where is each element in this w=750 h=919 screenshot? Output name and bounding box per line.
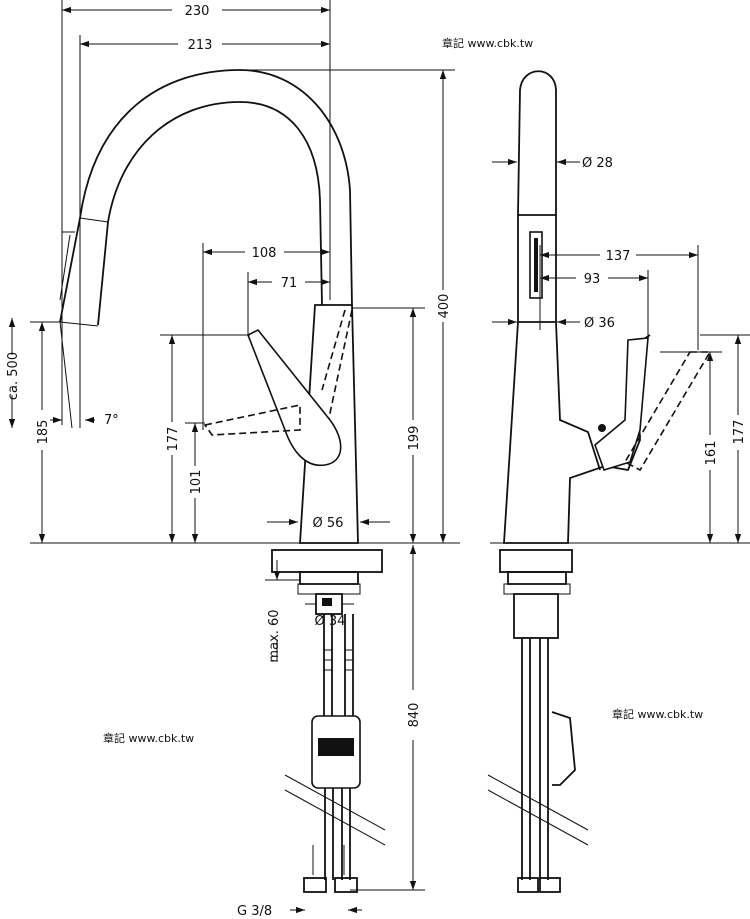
dim-spout-outlet-height: 185: [36, 420, 51, 445]
dim-spout-angle: 7°: [104, 413, 119, 428]
dim-lever-top-height: 177: [166, 427, 181, 452]
dim-thread: G 3/8: [237, 904, 272, 919]
base-plate: [271, 549, 383, 573]
dim-lever-reach: 108: [252, 246, 277, 261]
side-spray-head: [517, 70, 557, 216]
watermark-top: 章記 www.cbk.tw: [442, 36, 533, 50]
dim-max-deck-thickness: max. 60: [267, 609, 282, 662]
dim-base-diameter: Ø 56: [313, 516, 344, 531]
dim-overall-width: 230: [185, 4, 210, 19]
side-lever: [594, 337, 649, 471]
faucet-body: [299, 304, 359, 544]
dim-side-lever-offset: 93: [584, 272, 601, 287]
dim-body-diameter: Ø 36: [584, 316, 615, 331]
dim-spout-reach: 213: [188, 38, 213, 53]
dim-side-lever-height: 161: [704, 441, 719, 466]
dim-overall-height: 400: [437, 294, 452, 319]
dim-lever-depth: 137: [606, 249, 631, 264]
dim-lever-offset: 71: [281, 276, 298, 291]
dim-pullout-hose: ca. 500: [6, 352, 21, 400]
dim-body-height: 199: [407, 426, 422, 451]
dim-hose-length: 840: [407, 703, 422, 728]
lever: [246, 328, 342, 466]
side-view: Ø 28 137 93 Ø 36 161 177: [487, 70, 750, 893]
dim-shank-diameter: Ø 34: [315, 614, 346, 629]
dim-spray-head-diameter: Ø 28: [582, 156, 613, 171]
watermark-right: 章記 www.cbk.tw: [612, 707, 703, 721]
dim-side-lever-top-height: 177: [732, 420, 747, 445]
watermark-left: 章記 www.cbk.tw: [103, 731, 194, 745]
spout-arch: [59, 69, 353, 323]
front-view: 230 213 400 108 71 199 177: [6, 0, 460, 919]
dim-lever-bottom-height: 101: [189, 470, 204, 495]
